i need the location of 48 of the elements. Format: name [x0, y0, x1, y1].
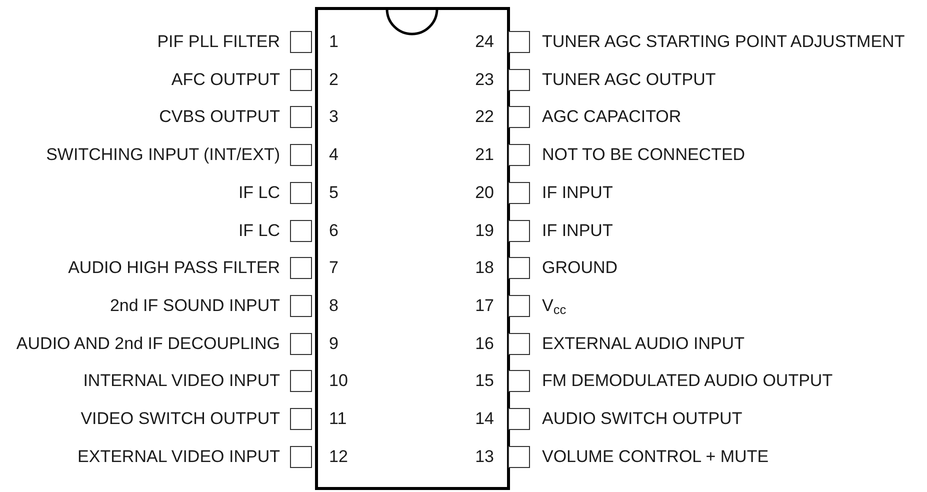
pin-label: PIF PLL FILTER	[157, 32, 280, 52]
pin-label: AUDIO AND 2nd IF DECOUPLING	[16, 334, 280, 354]
pin-number: 24	[475, 32, 494, 52]
pin-label: 2nd IF SOUND INPUT	[110, 296, 280, 316]
pin-label: V$_{cc}$	[542, 296, 566, 316]
pin-number: 16	[475, 334, 494, 354]
pin-label: TUNER AGC STARTING POINT ADJUSTMENT	[542, 32, 905, 52]
pin-number: 8	[329, 296, 338, 316]
pin-number: 7	[329, 258, 338, 278]
pin-number: 23	[475, 70, 494, 90]
pin-number: 12	[329, 446, 348, 467]
pin-label: SWITCHING INPUT (INT/EXT)	[46, 145, 280, 166]
pin-label: INTERNAL VIDEO INPUT	[83, 371, 280, 392]
pin-label: IF INPUT	[542, 182, 613, 203]
pin-number: 19	[475, 220, 494, 240]
pin-label: VIDEO SWITCH OUTPUT	[80, 409, 280, 429]
pin-label: IF LC	[238, 182, 280, 203]
pin-label: TUNER AGC OUTPUT	[542, 70, 716, 90]
pin-number: 6	[329, 220, 338, 240]
pin-label: AGC CAPACITOR	[542, 107, 682, 128]
pin-number: 1	[329, 32, 338, 52]
pin-label: AFC OUTPUT	[171, 70, 280, 90]
pin-number: 21	[475, 145, 494, 166]
pin-number: 14	[475, 409, 494, 429]
pin-label: FM DEMODULATED AUDIO OUTPUT	[542, 371, 833, 392]
pin-label: EXTERNAL AUDIO INPUT	[542, 334, 744, 354]
pin-number: 22	[475, 107, 494, 128]
pin-label: AUDIO SWITCH OUTPUT	[542, 409, 742, 429]
pin-number: 2	[329, 70, 338, 90]
pin-label: EXTERNAL VIDEO INPUT	[78, 446, 280, 467]
pin-label: GROUND	[542, 258, 618, 278]
pin-label: AUDIO HIGH PASS FILTER	[68, 258, 280, 278]
pin-label: IF LC	[238, 220, 280, 240]
pin-number: 18	[475, 258, 494, 278]
pin-number: 17	[475, 296, 494, 316]
pin-number: 10	[329, 371, 348, 392]
pin-label: IF INPUT	[542, 220, 613, 240]
pin-label: VOLUME CONTROL + MUTE	[542, 446, 769, 467]
pin-label: CVBS OUTPUT	[159, 107, 280, 128]
pin-number: 9	[329, 334, 338, 354]
pin-number: 5	[329, 182, 338, 203]
pin-number: 15	[475, 371, 494, 392]
pin-number: 11	[329, 409, 347, 429]
pin-number: 3	[329, 107, 338, 128]
pin-label: NOT TO BE CONNECTED	[542, 145, 746, 166]
pin-number: 13	[475, 446, 494, 467]
pin-number: 20	[475, 182, 494, 203]
pin-number: 4	[329, 145, 338, 166]
